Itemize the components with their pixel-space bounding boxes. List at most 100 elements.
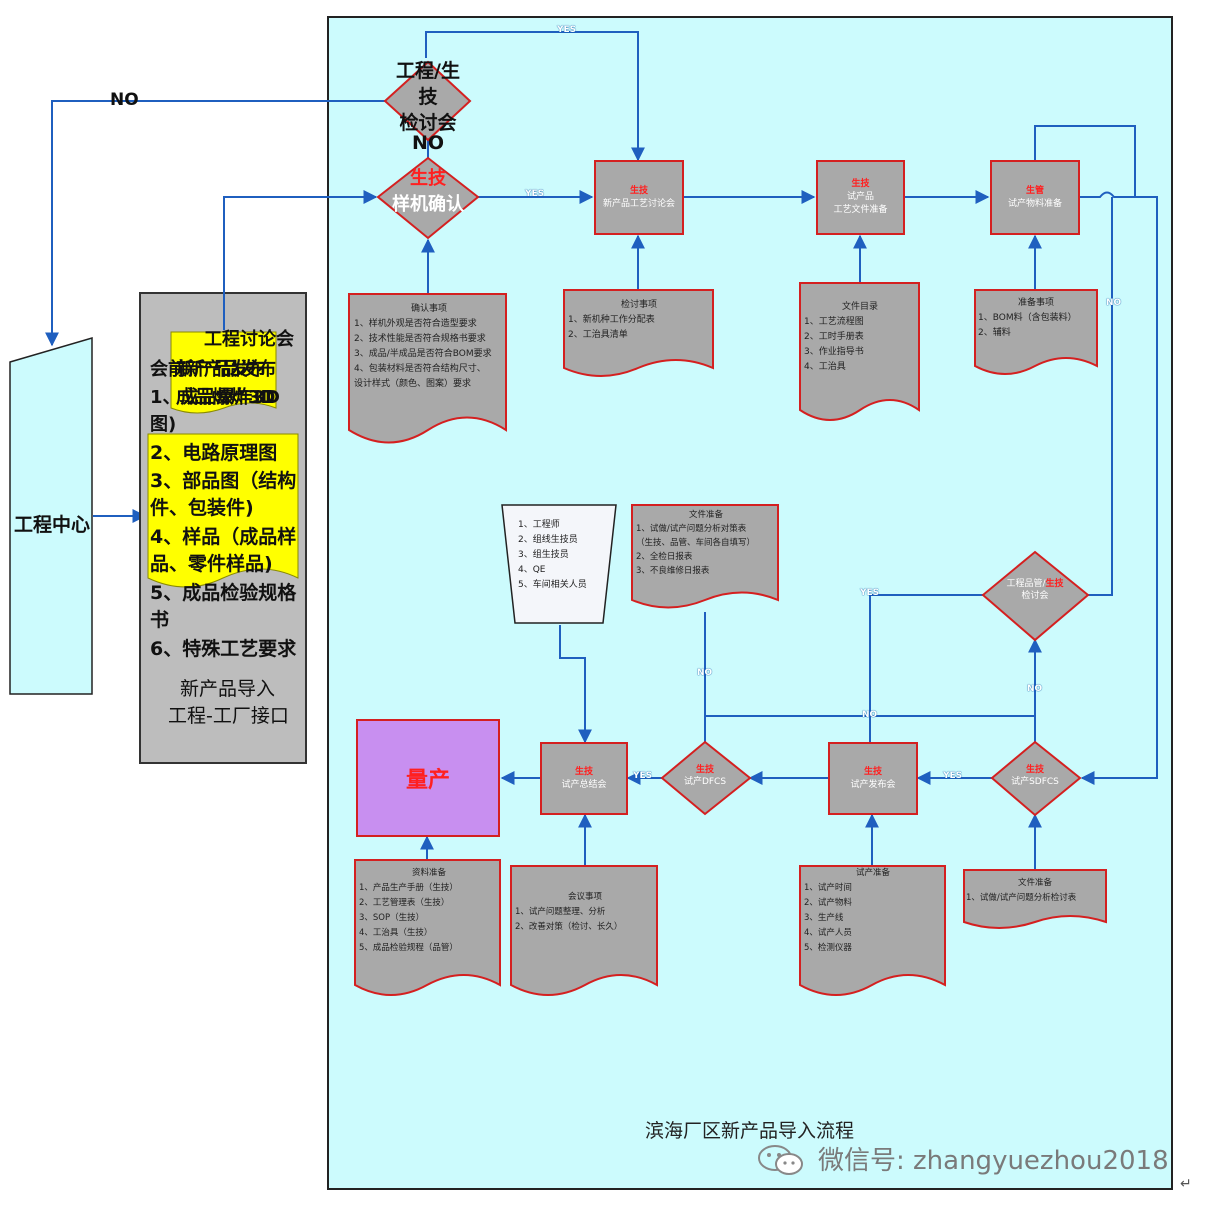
box-process-discussion: 生技 新产品工艺讨论会 <box>594 160 684 235</box>
doc-attend-item: 4、QE <box>518 565 546 575</box>
doc-docprep1-item: 2、全检日报表 <box>636 552 693 562</box>
doc-confirm: 确认事项 1、样机外观是否符合造型要求 2、技术性能是否符合规格书要求 3、成品… <box>354 302 504 392</box>
discuss-diamond-label: 工程/生 技 检讨会 <box>396 58 460 136</box>
left-list-item-6: 6、特殊工艺要求 <box>150 638 297 660</box>
d2-text: 试产DFCS <box>683 777 727 787</box>
doc-prep-item: 1、BOM料（含包装料） <box>978 313 1077 323</box>
box-b2-text2: 工艺文件准备 <box>833 205 888 215</box>
d3-red: 生技 <box>1025 765 1044 775</box>
doc-review: 检讨事项 1、新机种工作分配表 2、工治具清单 <box>568 298 710 343</box>
doc-trialprep-item: 2、试产物料 <box>804 898 852 908</box>
watermark-text: 微信号: zhangyuezhou2018 <box>818 1146 1169 1176</box>
box-b5-text: 试产总结会 <box>561 779 607 790</box>
discuss-line1: 工程/生 <box>396 60 460 82</box>
doc-meeting-title: 会议事项 <box>567 892 602 902</box>
box-trial-summary: 生技 试产总结会 <box>540 742 628 815</box>
confirm-line: 样机确认 <box>392 194 464 215</box>
doc-file-prep-1: 文件准备 1、试做/试产问题分析对策表 （生技、品管、车间各自填写） 2、全检日… <box>636 508 776 578</box>
doc-trial-prep: 试产准备 1、试产时间 2、试产物料 3、生产线 4、试产人员 5、检测仪器 <box>804 866 942 956</box>
doc-file-prep-2: 文件准备 1、试做/试产问题分析检讨表 <box>966 876 1104 906</box>
doc-docprep2-item: 1、试做/试产问题分析检讨表 <box>966 893 1077 903</box>
yes-label-d2: YES <box>633 771 653 781</box>
doc-shape-files <box>799 282 920 421</box>
d3-text: 试产SDFCS <box>1011 777 1059 787</box>
doc-files-item: 3、作业指导书 <box>804 347 864 357</box>
return-mark: ↵ <box>1180 1176 1192 1192</box>
doc-trialprep-item: 3、生产线 <box>804 913 844 923</box>
left-footer-line1: 新产品导入 <box>180 678 276 700</box>
diamond-d1 <box>981 550 1090 642</box>
box-material-prep: 生管 试产物料准备 <box>990 160 1080 235</box>
yes-label-d3: YES <box>943 771 963 781</box>
doc-shape-handover <box>354 859 501 996</box>
doc-handover-item: 1、产品生产手册（生技） <box>359 883 458 893</box>
doc-trialprep-item: 1、试产时间 <box>804 883 852 893</box>
arrow-no-to-center <box>45 100 385 347</box>
doc-meeting: 会议事项 1、试产问题整理、分析 2、改善对策（检讨、长久） <box>515 890 655 935</box>
arrow-b3-top-loop <box>1034 125 1136 197</box>
doc-handover-item: 4、工治具（生技） <box>359 928 433 938</box>
left-list-item-1: 1、成品爆炸3D图) <box>150 387 280 435</box>
arrow-attend-to-b5 <box>559 625 592 744</box>
doc-confirm-item: 1、样机外观是否符合造型要求 <box>354 319 477 329</box>
left-list-item-3: 3、部品图（结构件、包装件) <box>150 470 297 519</box>
no-label-left: NO <box>110 90 139 110</box>
doc-review-item: 2、工治具清单 <box>568 330 628 340</box>
left-list-item-5: 5、成品检验规格书 <box>150 582 297 631</box>
doc-prep-item: 2、辅料 <box>978 328 1011 338</box>
doc-shape-docprep1 <box>631 504 779 609</box>
doc-handover-item: 5、成品检验规程（品管） <box>359 943 458 953</box>
d1-text: 工程品管/ <box>1006 579 1046 589</box>
left-list-item-2: 2、电路原理图 <box>150 442 278 464</box>
box-b2-owner: 生技 <box>851 179 870 189</box>
discuss-line3: 检讨会 <box>399 112 457 134</box>
confirm-red: 生技 <box>410 168 446 189</box>
doc-handover-item: 3、SOP（生技） <box>359 913 425 923</box>
box-process-docs: 生技 试产品 工艺文件准备 <box>816 160 905 235</box>
doc-trialprep-item: 5、检测仪器 <box>804 943 852 953</box>
doc-files-item: 1、工艺流程图 <box>804 317 864 327</box>
left-footer-line2: 工程-工厂接口 <box>168 705 289 727</box>
left-list-item-4: 4、样品（成品样品、零件样品) <box>150 526 297 575</box>
box-b4-text: 试产发布会 <box>850 779 896 790</box>
no-label-mid: NO <box>862 710 878 720</box>
doc-prep: 准备事项 1、BOM料（含包装料） 2、辅料 <box>978 296 1094 341</box>
arrow-d1-yes-to-b4 <box>869 594 983 742</box>
no-label-d2: NO <box>697 668 713 678</box>
d2-red: 生技 <box>695 765 714 775</box>
discuss-diamond <box>383 60 472 142</box>
d1-red: 生技 <box>1045 579 1064 589</box>
arrow-yes-top <box>425 31 645 162</box>
diamond-d1-label: 工程品管/生技 检讨会 <box>995 578 1075 602</box>
doc-files-item: 2、工时手册表 <box>804 332 864 342</box>
discuss-no-label: NO <box>412 132 445 154</box>
no-label-d1: NO <box>1106 298 1122 308</box>
mass-production-label: 量产 <box>405 768 450 793</box>
doc-shape-meeting <box>510 865 658 996</box>
box-b5-owner: 生技 <box>574 766 593 777</box>
doc-shape-prep <box>974 289 1098 375</box>
yes-label-d1: YES <box>860 588 880 598</box>
doc-docprep1-title: 文件准备 <box>688 510 723 520</box>
doc-trialprep-title: 试产准备 <box>855 868 890 878</box>
doc-attend-item: 1、工程师 <box>518 520 560 530</box>
diagram-caption: 滨海厂区新产品导入流程 <box>645 1120 855 1142</box>
d1-text2: 检讨会 <box>1021 591 1049 601</box>
doc-confirm-item: 3、成品/半成品是否符合BOM要求 <box>354 349 492 359</box>
doc-confirm-item: 4、包装材料是否符合结构尺寸、 <box>354 364 486 374</box>
doc-docprep1-item: （生技、品管、车间各自填写） <box>636 538 756 548</box>
doc-docprep2-title: 文件准备 <box>1017 878 1052 888</box>
doc-prep-title: 准备事项 <box>1017 298 1054 308</box>
doc-review-title: 检讨事项 <box>620 300 657 310</box>
box-b3-owner: 生管 <box>1025 185 1044 196</box>
doc-meeting-item: 2、改善对策（检讨、长久） <box>515 922 623 932</box>
doc-handover-item: 2、工艺管理表（生技） <box>359 898 450 908</box>
doc-docprep1-item: 3、不良维修日报表 <box>636 566 710 576</box>
doc-confirm-title: 确认事项 <box>410 304 447 314</box>
arrow-d1-no-to-b3 <box>1088 197 1113 596</box>
doc-confirm-item: 设计样式（颜色、图案）要求 <box>354 379 472 389</box>
doc-handover: 资料准备 1、产品生产手册（生技） 2、工艺管理表（生技） 3、SOP（生技） … <box>359 866 499 956</box>
engineering-center-label: 工程中心 <box>14 514 91 536</box>
diamond-d2 <box>660 740 752 816</box>
arrow-b3-to-d3 <box>1080 191 1158 785</box>
